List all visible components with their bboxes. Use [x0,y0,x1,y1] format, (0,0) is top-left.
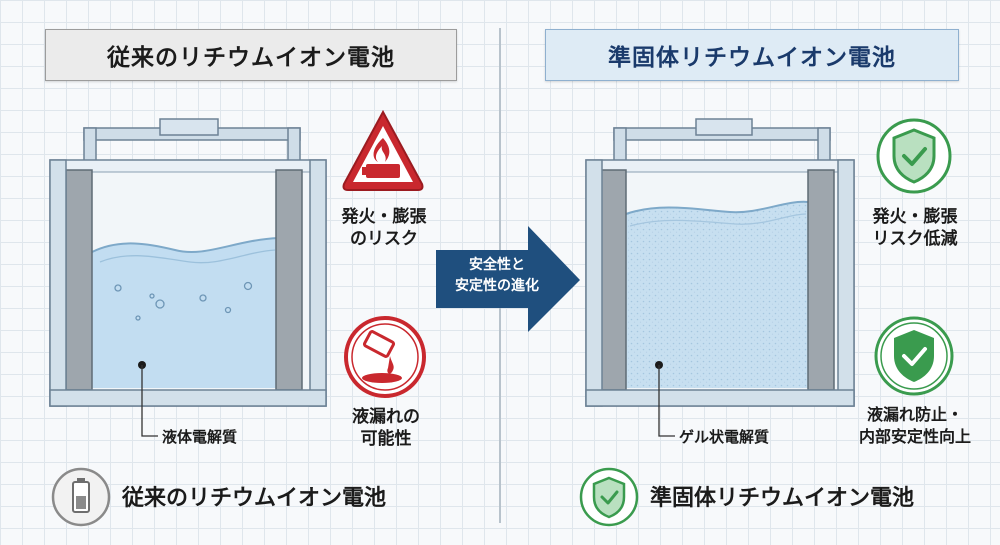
leak-risk-line1: 液漏れの [352,407,420,427]
gel-electrolyte-label: ゲル状電解質 [679,428,770,446]
semi-solid-battery-bottom-label: 準固体リチウムイオン電池 [650,486,915,511]
leak-risk-line2: 可能性 [360,429,412,449]
arrow-text-line2: 安定性の進化 [455,278,539,294]
leak-prevention-line1: 液漏れ防止・ [866,405,963,424]
shield-check-icon [579,467,639,527]
arrow-text-line1: 安全性と [469,257,525,273]
fire-risk-reduced-label: 発火・膨張 リスク低減 [860,206,970,250]
leak-icon [344,316,426,398]
shield-check-icon [876,118,952,194]
evolution-arrow-text: 安全性と 安定性の進化 [448,255,546,297]
leak-prevention-label: 液漏れ防止・ 内部安定性向上 [850,404,980,448]
shield-check-icon [874,316,954,396]
leak-prevention-line2: 内部安定性向上 [858,427,971,446]
evolution-arrow [436,226,580,332]
fire-risk-line1: 発火・膨張 [341,207,427,227]
leak-risk-label: 液漏れの 可能性 [340,406,432,450]
conventional-battery-bottom-label: 従来のリチウムイオン電池 [122,486,387,511]
semi-solid-battery-title: 準固体リチウムイオン電池 [545,29,959,81]
conventional-battery-title: 従来のリチウムイオン電池 [45,29,457,81]
fire-risk-line2: のリスク [350,229,418,249]
fire-reduced-line2: リスク低減 [872,229,958,249]
fire-warning-icon [342,109,424,191]
liquid-electrolyte-label: 液体電解質 [162,428,238,446]
fire-reduced-line1: 発火・膨張 [872,207,958,227]
fire-risk-label: 発火・膨張 のリスク [336,206,432,250]
battery-icon [51,467,111,527]
